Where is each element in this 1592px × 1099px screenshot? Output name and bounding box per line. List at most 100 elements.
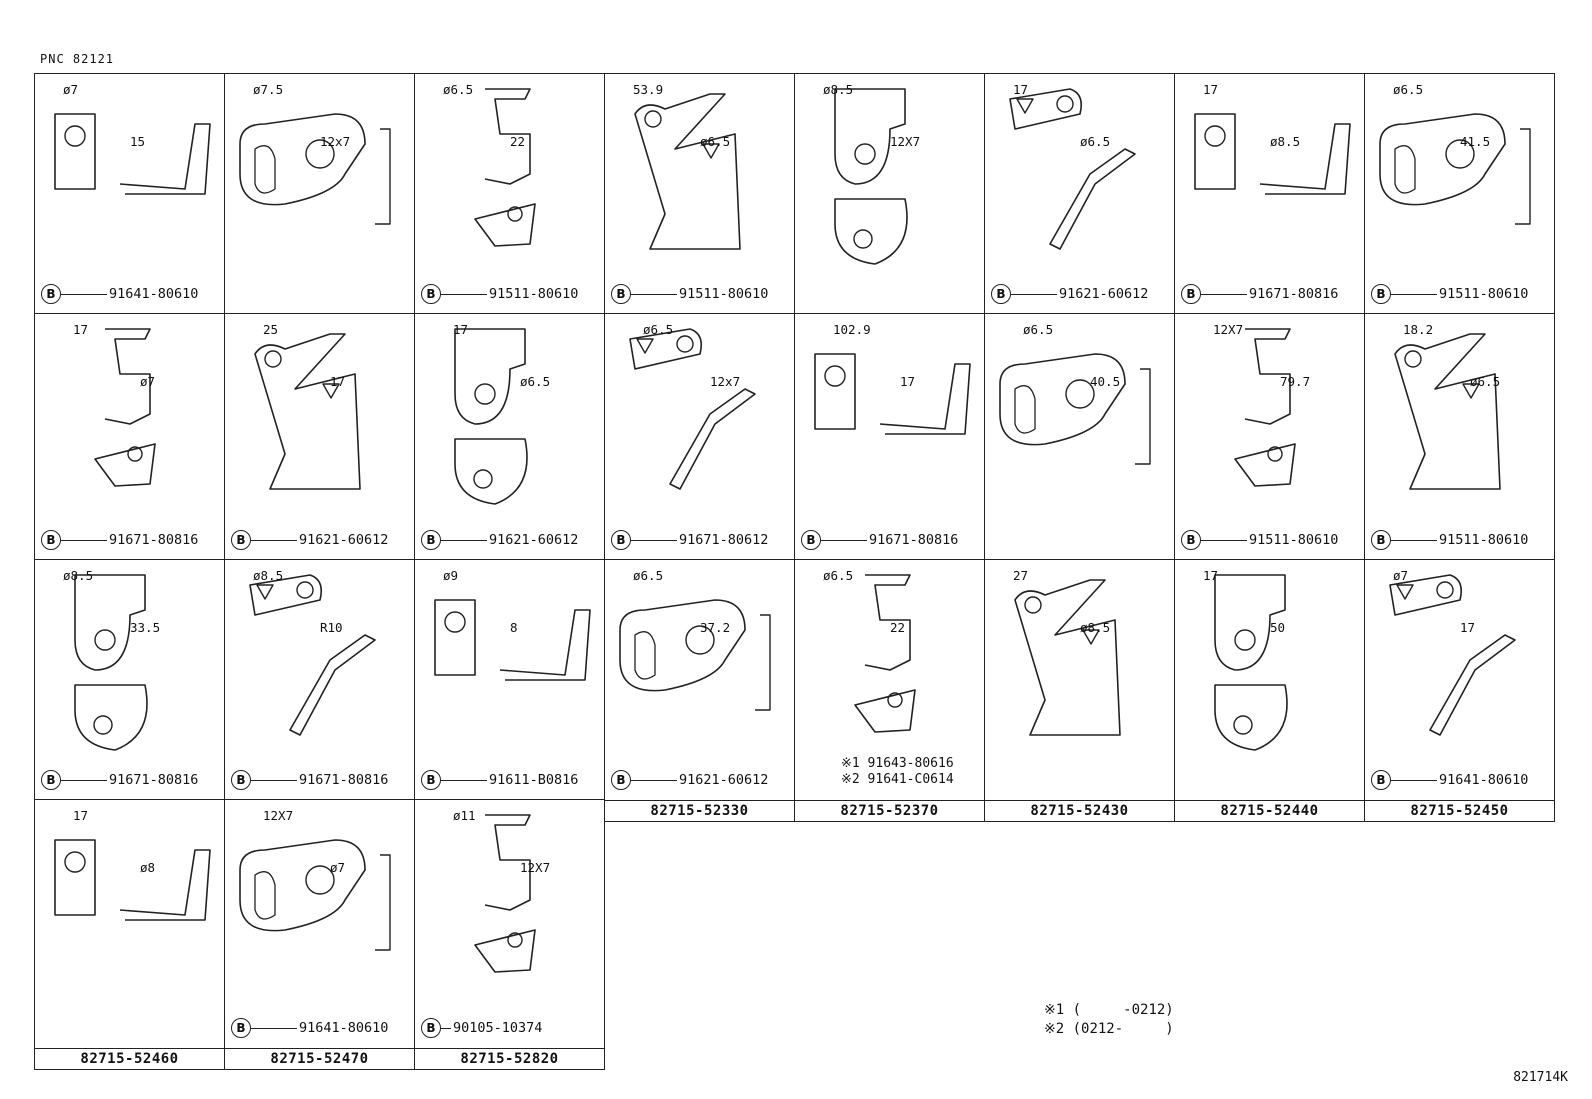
bolt-hole xyxy=(1234,629,1256,651)
bracket-outline xyxy=(322,383,340,399)
bolt-part-number: 91621-60612 xyxy=(489,532,579,548)
bolt-hole xyxy=(1233,715,1253,735)
bracket-outline xyxy=(484,88,531,185)
bolt-symbol-icon: B xyxy=(41,770,61,790)
bolt-part-number: 91511-80610 xyxy=(1439,532,1529,548)
dimension-label: ø8.5 xyxy=(63,568,94,583)
bracket-outline xyxy=(119,123,211,195)
bolt-hole xyxy=(1404,350,1422,368)
bolt-part-number: 91621-60612 xyxy=(299,532,389,548)
dimension-label: 79.7 xyxy=(1280,374,1311,389)
part-number: 82715-52450 xyxy=(1410,803,1509,819)
dimension-label: ø6.5 xyxy=(520,374,551,389)
bolt-hole xyxy=(1056,95,1074,113)
bracket-drawing xyxy=(474,88,536,247)
bracket-outline xyxy=(1049,148,1136,250)
bolt-symbol-icon: B xyxy=(611,530,631,550)
bolt-hole xyxy=(1024,596,1042,614)
dimension-label: ø6.5 xyxy=(443,82,474,97)
bracket-outline xyxy=(375,128,391,225)
bolt-symbol-icon: B xyxy=(231,770,251,790)
bracket-drawing xyxy=(854,574,916,733)
dimension-label: 17 xyxy=(1013,82,1029,97)
bracket-outline xyxy=(1214,574,1286,671)
bolt-hole xyxy=(507,206,523,222)
bolt-hole xyxy=(473,469,493,489)
bracket-outline xyxy=(999,353,1126,446)
label-divider xyxy=(1175,800,1364,801)
bracket-outline xyxy=(1389,574,1463,616)
bracket-drawing xyxy=(474,814,536,973)
dimension-label: 12X7 xyxy=(263,808,294,823)
bracket-drawing xyxy=(1234,328,1296,487)
part-cell[interactable]: ø8.512X782715-52060 xyxy=(794,73,985,336)
bracket-outline xyxy=(636,338,654,354)
bracket-outline xyxy=(239,839,366,932)
bracket-outline xyxy=(1259,123,1351,195)
bracket-outline xyxy=(74,574,146,671)
bracket-outline xyxy=(1014,579,1121,736)
dimension-label: 17 xyxy=(453,322,469,337)
bracket-drawing xyxy=(1394,333,1501,490)
dimension-label: ø6.5 xyxy=(1470,374,1501,389)
bolt-part-number: 91511-80610 xyxy=(1439,286,1529,302)
bolt-part-number: 91671-80612 xyxy=(679,532,769,548)
bolt-symbol-icon: B xyxy=(421,770,441,790)
bracket-drawing xyxy=(629,328,756,490)
leader-line xyxy=(1201,293,1247,295)
bolt-hole xyxy=(854,143,876,165)
part-cell[interactable]: ø7.512x782715-47170 xyxy=(224,73,415,336)
bolt-part-number: 91511-80610 xyxy=(489,286,579,302)
dimension-label: 27 xyxy=(1013,568,1029,583)
leader-line xyxy=(251,1027,297,1029)
bolt-hole xyxy=(93,715,113,735)
bracket-outline xyxy=(1394,145,1416,194)
bracket-outline xyxy=(454,438,528,505)
bolt-hole xyxy=(1436,581,1454,599)
dimension-label: 22 xyxy=(890,620,906,635)
dimension-label: 53.9 xyxy=(633,82,664,97)
bracket-drawing xyxy=(54,839,211,921)
bracket-outline xyxy=(254,871,276,920)
dimension-label: 40.5 xyxy=(1090,374,1121,389)
bracket-outline xyxy=(1082,629,1100,645)
leader-line xyxy=(1391,539,1437,541)
bolt-hole xyxy=(94,629,116,651)
alt-bolt-line: ※1 91643-80616 xyxy=(841,756,954,771)
bolt-part-number: 91671-80816 xyxy=(1249,286,1339,302)
dimension-label: ø6.5 xyxy=(633,568,664,583)
part-number: 82715-52820 xyxy=(460,1051,559,1067)
bracket-drawing xyxy=(634,93,741,250)
bracket-outline xyxy=(1135,368,1151,465)
bolt-part-number: 91511-80610 xyxy=(1249,532,1339,548)
